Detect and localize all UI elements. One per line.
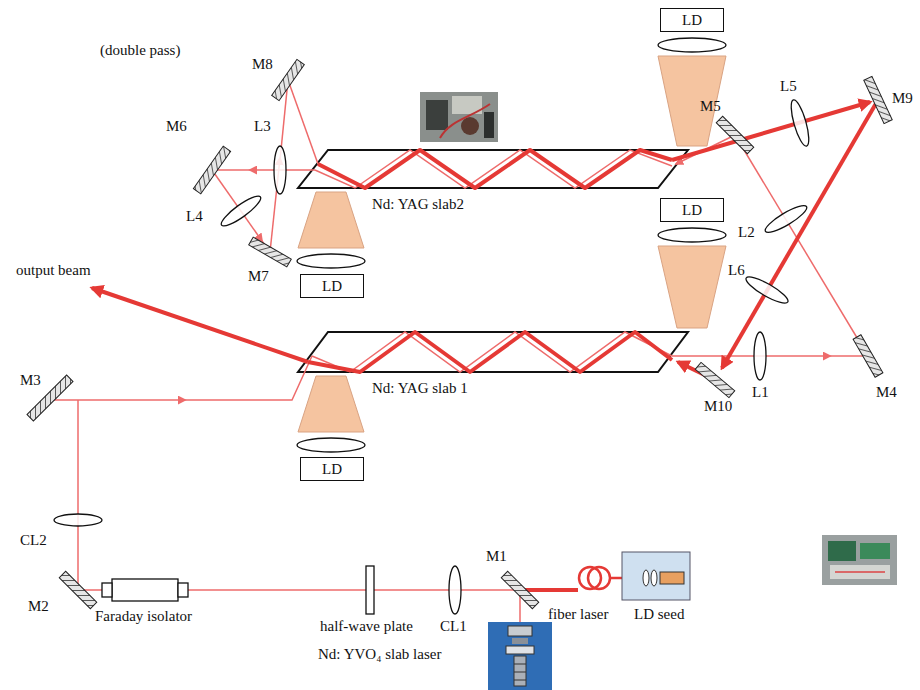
slab-laser-device [488, 622, 552, 690]
pump-cone [298, 56, 726, 432]
part-label: output beam [16, 262, 91, 279]
part-label: M8 [252, 56, 273, 73]
part-label: Faraday isolator [95, 608, 192, 625]
part-label: Nd: YAG slab2 [372, 196, 464, 213]
faraday-isolator [102, 579, 188, 601]
diode-label: LD [322, 279, 342, 294]
photo [420, 92, 498, 142]
part-label: M4 [876, 384, 897, 401]
mirror [27, 59, 892, 608]
part-label: M2 [28, 598, 49, 615]
part-label: (double pass) [100, 42, 180, 59]
part-label: fiber laser [548, 606, 608, 623]
part-label: M6 [166, 118, 187, 135]
part-label: CL1 [440, 618, 467, 635]
part-label: M5 [700, 98, 721, 115]
part-label: L4 [186, 208, 203, 225]
part-label: L2 [738, 224, 755, 241]
part-label: L1 [752, 384, 769, 401]
part-label: Nd: YVO₄ slab laser [318, 646, 441, 663]
half-wave-plate [366, 566, 374, 614]
diode-label: LD [322, 462, 342, 477]
nd-yag-slab [298, 150, 688, 372]
laser-diode-box: LD [660, 8, 724, 32]
part-label: M9 [892, 90, 913, 107]
part-label: L5 [780, 78, 797, 95]
laser-diode-box: LD [660, 198, 724, 222]
diode-label: LD [682, 13, 702, 28]
part-label: M7 [248, 268, 269, 285]
photo [822, 535, 897, 585]
seed-beam [50, 80, 868, 622]
seed-module [622, 552, 690, 600]
part-label: M1 [486, 548, 507, 565]
part-label: CL2 [20, 532, 47, 549]
laser-diode-box: LD [300, 457, 364, 481]
part-label: L6 [728, 262, 745, 279]
part-label: Nd: YAG slab 1 [372, 380, 468, 397]
part-label: L3 [254, 118, 271, 135]
lens [54, 98, 812, 614]
part-label: M3 [20, 372, 41, 389]
pump-lens [297, 38, 726, 452]
part-label: half-wave plate [320, 618, 413, 635]
part-label: LD seed [634, 606, 684, 623]
laser-diode-box: LD [300, 274, 364, 298]
diode-label: LD [682, 203, 702, 218]
part-label: M10 [704, 398, 732, 415]
amplified-beam [92, 100, 878, 590]
